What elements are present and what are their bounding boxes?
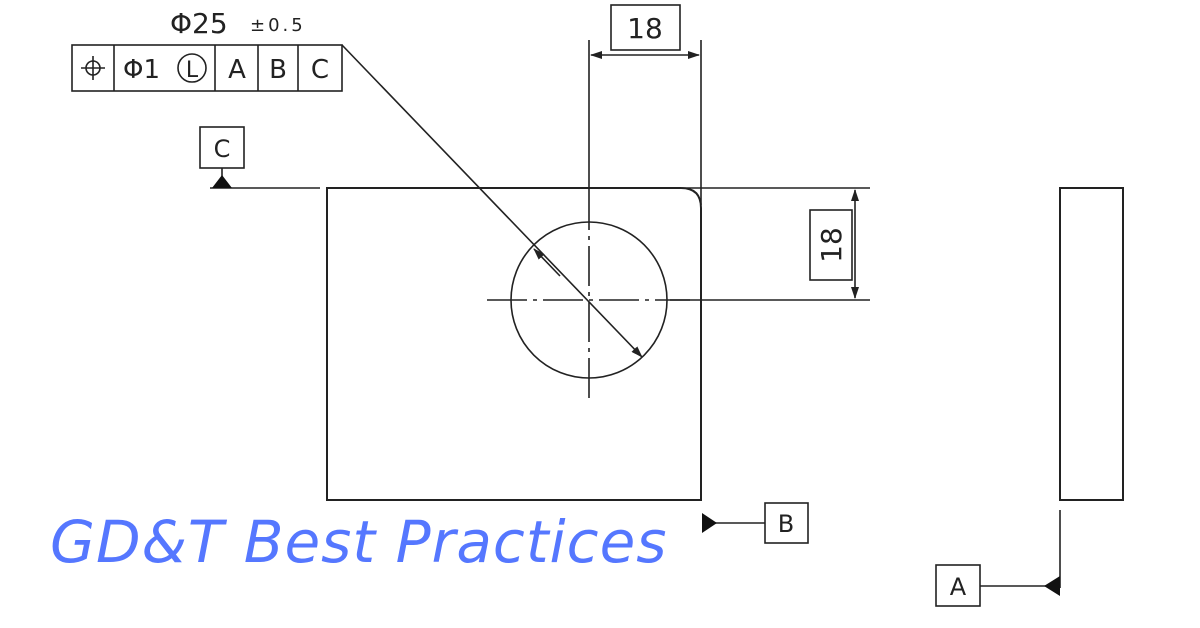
datum-c-label: C [214,135,231,163]
fcf-modifier: L [186,58,199,83]
diameter-leader [341,44,643,358]
datum-b-box [764,502,809,544]
datum-b-triangle [702,513,717,533]
datum-a-triangle [1044,576,1060,596]
dim-right-box [809,209,853,281]
datum-b-label: B [778,510,794,538]
fcf-tolerance: Φ1 [123,55,160,85]
hole-diameter: Φ25 [170,7,228,40]
position-icon [81,56,105,80]
dim-top-box [610,4,681,51]
datum-a-box [935,564,981,607]
fcf-datum-3: C [311,55,329,85]
fcf-datum-1: A [228,55,246,85]
datum-c-triangle [212,175,232,188]
dim-top-value: 18 [627,12,663,45]
title: GD&T Best Practices [50,508,668,576]
fcf-datum-2: B [269,55,287,85]
datum-a-label: A [950,573,967,601]
part-side-view [1059,187,1124,501]
hole-tolerance: ±0.5 [250,15,306,36]
lmc-modifier-circle [177,53,207,83]
dim-right-value: 18 [815,227,848,263]
feature-control-frame [71,44,343,92]
diameter-leader-arrow [533,248,561,277]
part-front-view [326,187,702,501]
